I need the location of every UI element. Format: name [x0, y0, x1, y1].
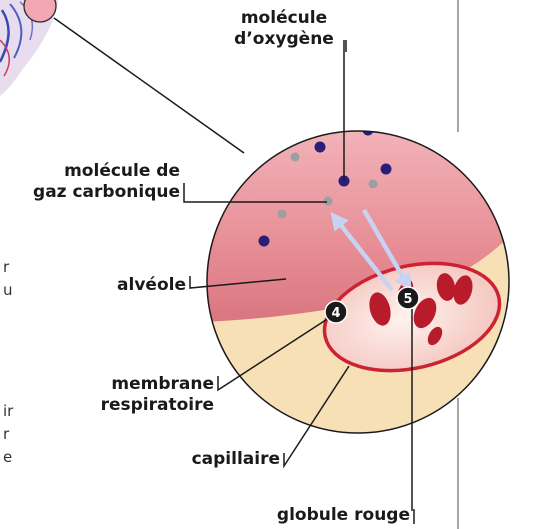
label-membrane-line1: membrane: [64, 374, 214, 395]
label-co2-line2: gaz carbonique: [14, 182, 180, 203]
label-globule-rouge: globule rouge: [240, 505, 410, 526]
label-membrane: membrane respiratoire: [64, 374, 214, 416]
label-oxygen-molecule: molécule d’oxygène: [214, 8, 354, 50]
label-co2-line1: molécule de: [14, 161, 180, 182]
cutoff-text-2: u: [3, 281, 13, 299]
label-oxygen-line2: d’oxygène: [214, 29, 354, 50]
marker-4: 4: [325, 301, 347, 323]
marker-5: 5: [397, 287, 419, 309]
label-capillaire: capillaire: [160, 449, 280, 470]
label-alveole: alvéole: [96, 275, 186, 296]
lung-illustration: [0, 0, 58, 96]
cutoff-text-1: r: [3, 258, 9, 276]
cutoff-text-5: e: [3, 448, 12, 466]
marker-4-label: 4: [331, 306, 340, 321]
marker-5-label: 5: [403, 292, 412, 307]
alveolus-magnified-view: [200, 105, 520, 446]
label-co2-molecule: molécule de gaz carbonique: [14, 161, 180, 203]
label-oxygen-line1: molécule: [214, 8, 354, 29]
label-membrane-line2: respiratoire: [64, 395, 214, 416]
cutoff-text-4: r: [3, 425, 9, 443]
cutoff-text-3: ir: [3, 402, 13, 420]
